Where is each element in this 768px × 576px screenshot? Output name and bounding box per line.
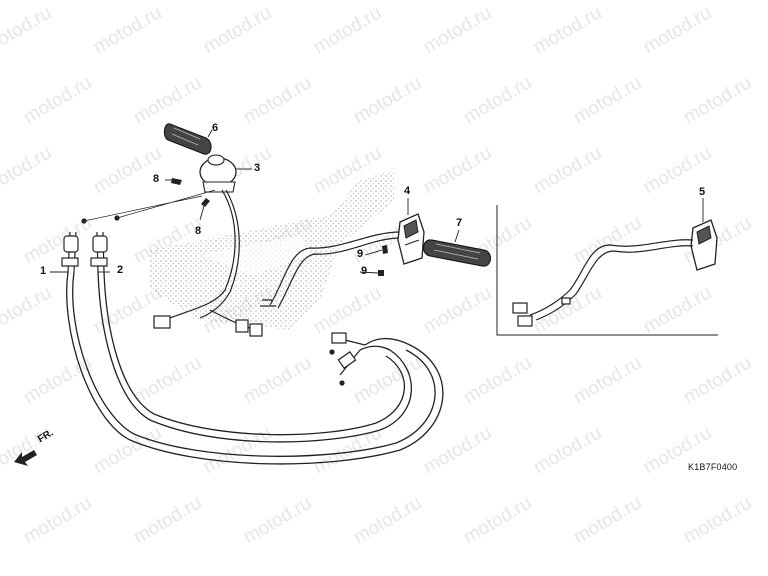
callout-3: 3 (254, 162, 261, 174)
leader-lines (50, 129, 704, 274)
right-switch-harness (153, 189, 263, 337)
diagram-code: K1B7F0400 (688, 462, 738, 472)
front-arrow (14, 450, 37, 466)
callout-2: 2 (117, 264, 124, 276)
callout-6: 6 (212, 122, 219, 134)
cable-upper-ends (61, 215, 120, 273)
screws (171, 178, 388, 276)
throttle-cable-2 (97, 271, 412, 443)
callout-7: 7 (456, 217, 463, 229)
callout-9-top: 9 (357, 248, 364, 260)
callout-4: 4 (404, 185, 411, 197)
throttle-housing (199, 154, 237, 193)
left-handlebar-switch (397, 213, 425, 265)
callout-8-bottom: 8 (195, 225, 202, 237)
throttle-cable-2-inner (103, 271, 406, 436)
callout-5: 5 (699, 186, 706, 198)
inset-switch (690, 219, 718, 271)
callout-9-bottom: 9 (361, 265, 368, 277)
callout-8-top: 8 (153, 173, 160, 185)
left-grip (423, 239, 491, 267)
left-switch-harness (260, 231, 401, 309)
inset-frame (496, 205, 718, 336)
right-grip (163, 123, 212, 155)
cable-lower-ends (329, 332, 366, 386)
throttle-cables (66, 271, 444, 465)
callout-1: 1 (40, 265, 47, 277)
inset-harness (512, 239, 694, 327)
frame-silhouette (150, 170, 395, 330)
throttle-cable-1-inner (72, 271, 436, 457)
throttle-cable-1 (66, 271, 444, 465)
